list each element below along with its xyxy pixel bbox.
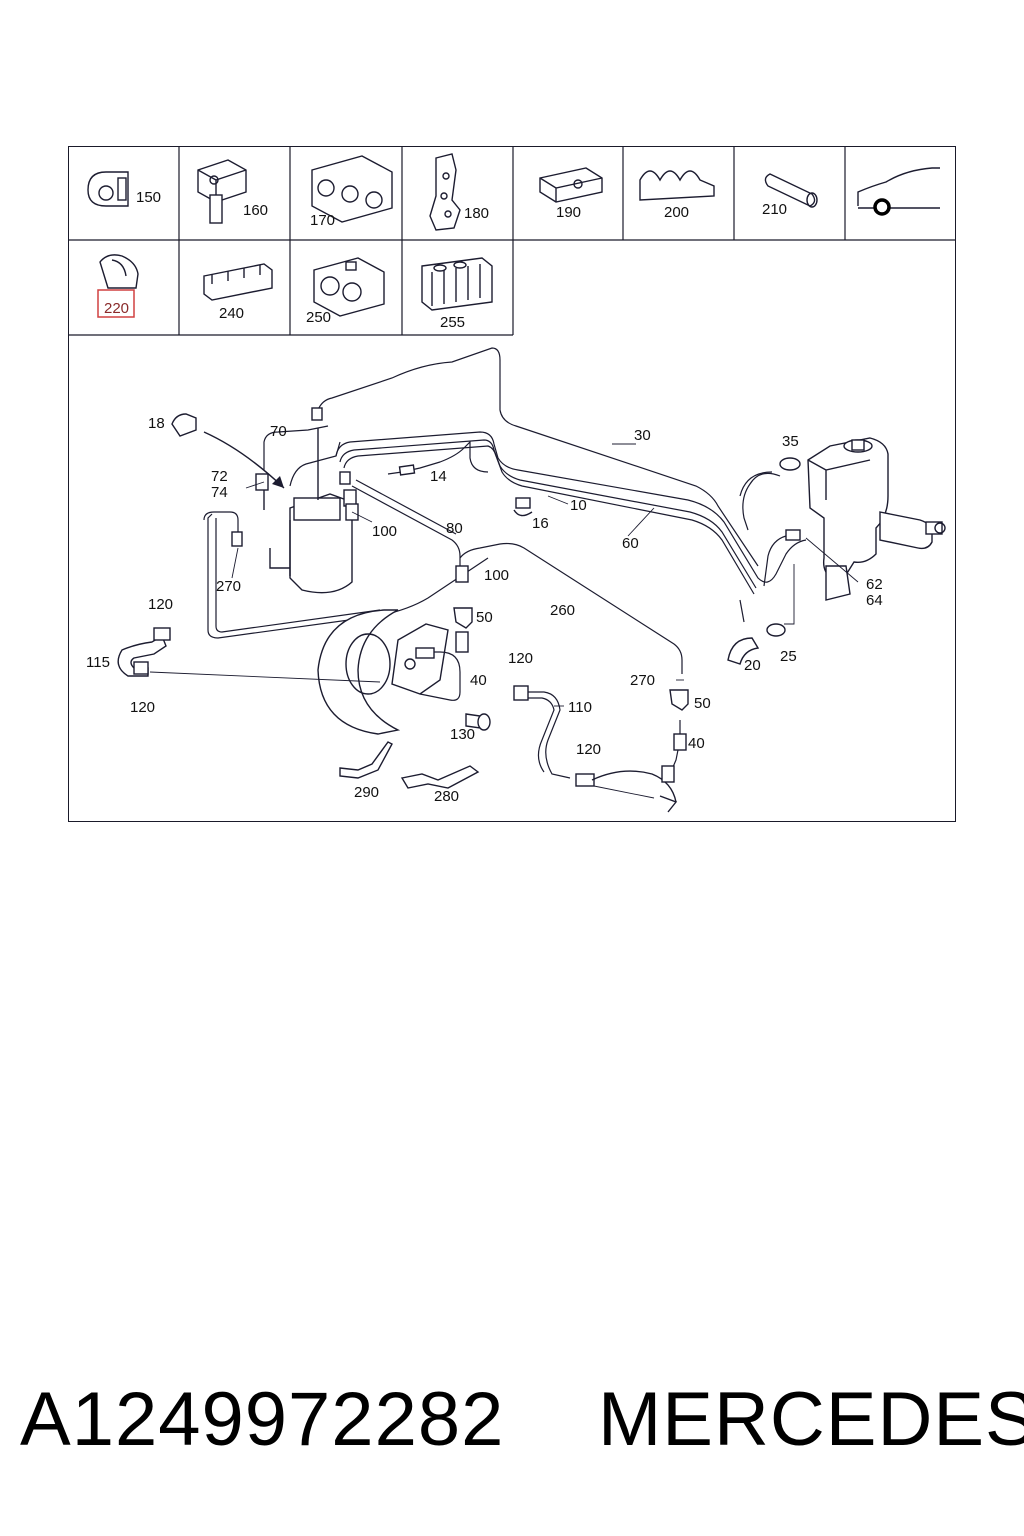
clip-220-icon — [99, 254, 139, 289]
brake-pipe-bundle-10-60 — [263, 425, 807, 595]
callout-130: 130 — [450, 726, 475, 743]
clip-240-icon — [203, 263, 273, 301]
callout-14: 14 — [430, 468, 447, 485]
legend-grid — [68, 146, 956, 336]
brake-hose-40-left — [415, 631, 469, 701]
clip-180-icon — [429, 153, 461, 231]
callout-40-left: 40 — [470, 672, 487, 689]
callout-115: 115 — [86, 654, 110, 671]
clip-18 — [171, 413, 285, 489]
legend-label-150: 150 — [136, 189, 161, 206]
leader-lines — [231, 443, 859, 707]
callout-18: 18 — [148, 415, 165, 432]
callouts: 18 70 72 74 14 30 35 10 16 60 100 80 100… — [86, 415, 883, 805]
callout-290: 290 — [354, 784, 379, 801]
brake-pipe-80 — [351, 479, 461, 568]
legend-label-160: 160 — [243, 202, 268, 219]
hose-20 — [727, 599, 760, 665]
highlight-box-220 — [97, 289, 135, 318]
part-number: A1249972282 — [20, 1377, 505, 1462]
callout-16: 16 — [532, 515, 549, 532]
legend-label-255: 255 — [440, 314, 465, 331]
brand-name: MERCEDES — [598, 1377, 1024, 1462]
bracket-280 — [400, 765, 480, 789]
clip-16 — [513, 497, 533, 517]
clip-250-icon — [313, 257, 385, 317]
callout-72: 72 — [211, 468, 228, 485]
callout-30: 30 — [634, 427, 651, 444]
clip-200-icon — [639, 170, 715, 201]
brake-pipe-260 — [207, 513, 683, 674]
callout-62: 62 — [866, 576, 883, 593]
legend-label-220: 220 — [104, 300, 129, 317]
legend-label-240: 240 — [219, 305, 244, 322]
callout-60: 60 — [622, 535, 639, 552]
legend-label-190: 190 — [556, 204, 581, 221]
clip-255-icon — [421, 257, 493, 311]
callout-260: 260 — [550, 602, 575, 619]
fitting-270-left — [203, 511, 243, 547]
diagram-frame — [68, 146, 956, 822]
callout-100-lower: 100 — [484, 567, 509, 584]
hydraulic-unit — [255, 407, 357, 594]
brake-hose-110 — [513, 685, 677, 803]
fitting-62-64 — [763, 529, 801, 587]
callout-120-bottom: 120 — [576, 741, 601, 758]
brake-hose-40-right — [659, 720, 687, 813]
brake-disc — [317, 609, 449, 735]
callout-70: 70 — [270, 423, 287, 440]
callout-270-right: 270 — [630, 672, 655, 689]
clip-50 — [453, 607, 689, 711]
callout-10: 10 — [570, 497, 587, 514]
callout-74: 74 — [211, 484, 228, 501]
master-cylinder-reservoir — [807, 437, 946, 601]
callout-120-center: 120 — [508, 650, 533, 667]
callout-20: 20 — [744, 657, 761, 674]
footer: A1249972282 MERCEDES — [0, 1370, 1024, 1470]
clip-35 — [739, 457, 801, 531]
callout-270-left: 270 — [216, 578, 241, 595]
clamp-25 — [766, 564, 795, 637]
callout-40-right: 40 — [688, 735, 705, 752]
callout-120-bottom-left: 120 — [130, 699, 155, 716]
legend-label-180: 180 — [464, 205, 489, 222]
callout-110: 110 — [568, 699, 592, 716]
brake-pipe-14 — [387, 440, 489, 476]
legend-label-210: 210 — [762, 201, 787, 218]
bracket-290 — [339, 741, 393, 779]
car-silhouette-icon — [857, 167, 940, 216]
brake-pipe-30 — [317, 347, 759, 567]
callout-25: 25 — [780, 648, 797, 665]
legend-label-170: 170 — [310, 212, 335, 229]
bolt-130 — [465, 713, 491, 731]
callout-80: 80 — [446, 520, 463, 537]
brake-hose-115 — [117, 627, 381, 683]
callout-50-left: 50 — [476, 609, 493, 626]
legend-label-250: 250 — [306, 309, 331, 326]
legend-label-200: 200 — [664, 204, 689, 221]
callout-280: 280 — [434, 788, 459, 805]
clip-190-icon — [539, 167, 603, 203]
callout-50-right: 50 — [694, 695, 711, 712]
clip-170-icon — [311, 155, 393, 223]
callout-120-top-left: 120 — [148, 596, 173, 613]
callout-64: 64 — [866, 592, 883, 609]
callout-35: 35 — [782, 433, 799, 450]
callout-100-upper: 100 — [372, 523, 397, 540]
clip-160-icon — [197, 159, 247, 224]
clip-150-icon — [87, 171, 129, 207]
sleeve-210-icon — [764, 173, 818, 208]
